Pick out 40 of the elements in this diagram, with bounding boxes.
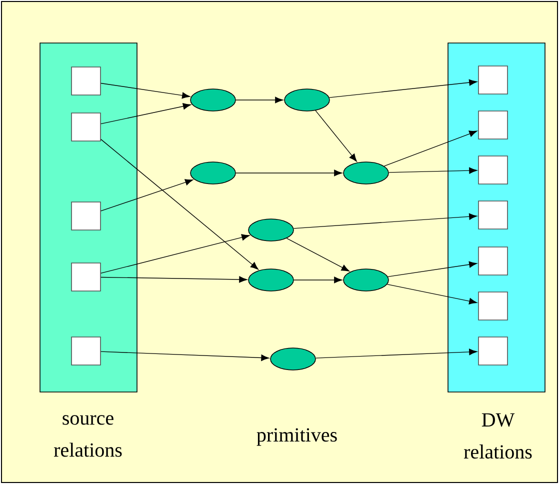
relation-box <box>478 66 508 94</box>
arrow <box>386 284 478 304</box>
relation-box <box>478 246 508 276</box>
arrow <box>293 213 478 229</box>
arrow <box>100 234 250 274</box>
arrow <box>236 96 284 104</box>
arrow <box>100 103 191 124</box>
primitive-ellipse <box>190 162 236 184</box>
relation-box <box>478 200 508 230</box>
primitive-ellipse <box>343 268 389 292</box>
primitive-ellipse <box>270 348 316 370</box>
relation-box <box>71 202 101 230</box>
arrow <box>384 130 478 166</box>
arrow <box>388 167 478 174</box>
arrow <box>100 351 270 361</box>
arrow <box>236 170 342 176</box>
arrow <box>329 79 478 98</box>
group-label: primitives <box>256 428 337 446</box>
arrow <box>100 276 248 283</box>
relation-box <box>478 336 508 366</box>
relation-box <box>478 110 508 140</box>
primitive-ellipse <box>248 218 294 242</box>
relation-box <box>478 292 508 320</box>
arrow <box>100 138 258 270</box>
arrow <box>388 261 478 278</box>
relation-box <box>478 156 508 184</box>
relation-box <box>71 262 101 292</box>
arrow <box>315 110 357 162</box>
primitive-ellipse <box>190 88 236 112</box>
arrow <box>315 348 478 358</box>
arrow <box>100 82 190 99</box>
primitive-ellipse <box>284 88 330 112</box>
arrow <box>294 276 342 284</box>
primitive-ellipse <box>343 162 389 184</box>
primitive-ellipse <box>248 268 294 292</box>
relation-box <box>71 66 101 96</box>
relation-box <box>71 336 101 366</box>
arrow <box>286 238 350 272</box>
arrow <box>100 179 194 212</box>
relation-box <box>71 112 101 142</box>
